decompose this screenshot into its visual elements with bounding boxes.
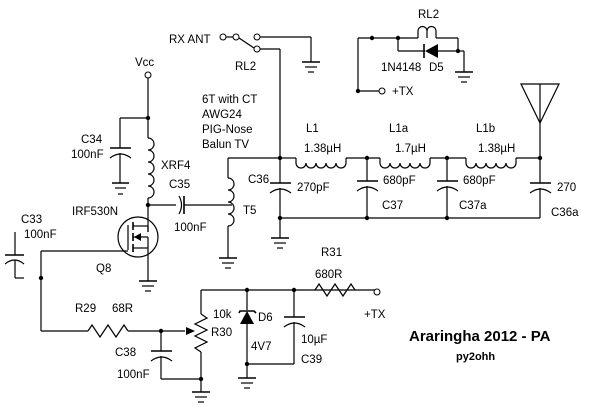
ground-symbol bbox=[455, 71, 473, 83]
c37a-ref-label: C37a bbox=[459, 200, 487, 212]
c36a-value-label: 270 bbox=[557, 182, 576, 194]
r31-resistor bbox=[314, 282, 356, 298]
l1a-value-label: 1.7µH bbox=[395, 143, 426, 155]
c38-ref-label: C38 bbox=[115, 347, 136, 359]
schematic-title: Araringha 2012 - PA bbox=[409, 328, 551, 345]
c37-value-label: 680pF bbox=[383, 175, 416, 187]
r30-ref-label: R30 bbox=[211, 327, 232, 339]
c33-value-label: 100nF bbox=[24, 229, 57, 241]
rx-ant-terminal bbox=[219, 33, 227, 41]
d5-diode bbox=[425, 44, 438, 58]
l1a-inductor bbox=[379, 158, 431, 169]
ground-symbol bbox=[139, 280, 157, 292]
r29-ref-label: R29 bbox=[75, 303, 96, 315]
ground-symbol bbox=[192, 391, 210, 403]
r29-value-label: 68R bbox=[112, 303, 133, 315]
c36-value-label: 270pF bbox=[297, 182, 330, 194]
l1-value-label: 1.38µH bbox=[304, 143, 341, 155]
rl2-coil bbox=[398, 25, 458, 39]
q8-value-label: IRF530N bbox=[72, 206, 118, 218]
rl2-coil-circuit bbox=[355, 25, 465, 95]
r31-ref-label: R31 bbox=[321, 247, 342, 259]
d6-ref-label: D6 bbox=[258, 312, 273, 324]
c39-ref-label: C39 bbox=[301, 354, 322, 366]
l1b-value-label: 1.38µH bbox=[478, 143, 515, 155]
c35-capacitor bbox=[178, 195, 185, 215]
schematic-author: py2ohh bbox=[456, 351, 495, 363]
c37a-value-label: 680pF bbox=[463, 175, 496, 187]
rl2-switch-label: RL2 bbox=[235, 61, 256, 73]
c33-ref-label: C33 bbox=[21, 214, 42, 226]
c35-value-label: 100nF bbox=[174, 222, 207, 234]
switch-nc-contact bbox=[253, 33, 261, 41]
ground-symbol bbox=[219, 257, 237, 269]
balun-note-line3: PIG-Nose bbox=[202, 124, 253, 136]
balun-note-line2: AWG24 bbox=[202, 109, 242, 121]
l1b-inductor bbox=[465, 158, 517, 169]
t5-label: T5 bbox=[243, 205, 256, 217]
l1b-ref-label: L1b bbox=[476, 123, 495, 135]
r31-value-label: 680R bbox=[315, 269, 343, 281]
xrf4-label: XRF4 bbox=[161, 160, 191, 172]
vcc-label: Vcc bbox=[135, 57, 154, 69]
r30-value-label: 10k bbox=[213, 309, 232, 321]
tx-relay-label: +TX bbox=[392, 86, 414, 98]
l1-ref-label: L1 bbox=[306, 123, 319, 135]
switch-arm bbox=[238, 37, 255, 49]
d5-value-label: 1N4148 bbox=[381, 62, 421, 74]
balun-note-line1: 6T with CT bbox=[202, 94, 257, 106]
q8-ref-label: Q8 bbox=[96, 263, 111, 275]
tx-terminal-relay bbox=[378, 87, 386, 95]
ground-symbol bbox=[271, 237, 289, 249]
d6-value-label: 4V7 bbox=[251, 341, 271, 353]
balun-note-line4: Balun TV bbox=[202, 139, 249, 151]
c36-ref-label: C36 bbox=[248, 174, 269, 186]
r29-resistor bbox=[87, 323, 129, 339]
c33-capacitor bbox=[4, 232, 25, 279]
c34-value-label: 100nF bbox=[71, 149, 104, 161]
ground-symbol bbox=[302, 61, 320, 73]
r30-potentiometer bbox=[193, 313, 209, 353]
c34-ref-label: C34 bbox=[81, 134, 103, 146]
xrf4-choke bbox=[147, 137, 155, 199]
vcc-terminal bbox=[144, 71, 152, 79]
antenna-icon bbox=[520, 83, 560, 158]
c39-value-label: 10µF bbox=[301, 334, 327, 346]
d6-zener bbox=[238, 310, 257, 324]
rl2-switch bbox=[219, 33, 312, 158]
c37-ref-label: C37 bbox=[382, 200, 403, 212]
switch-common-contact bbox=[232, 33, 240, 41]
l1-inductor bbox=[295, 158, 347, 169]
q8-mosfet bbox=[117, 216, 159, 281]
ground-symbol bbox=[112, 182, 129, 195]
c35-ref-label: C35 bbox=[169, 179, 190, 191]
ground-symbol bbox=[238, 377, 256, 389]
rx-ant-label: RX ANT bbox=[169, 34, 211, 46]
c38-value-label: 100nF bbox=[117, 369, 150, 381]
switch-no-contact bbox=[253, 45, 261, 53]
d5-ref-label: D5 bbox=[429, 62, 444, 74]
c36a-ref-label: C36a bbox=[551, 207, 579, 219]
l1a-ref-label: L1a bbox=[389, 123, 409, 135]
t5-transformer bbox=[227, 177, 235, 227]
tx-terminal-bias bbox=[373, 288, 381, 296]
tx-bias-label: +TX bbox=[364, 309, 386, 321]
rl2-coil-label: RL2 bbox=[418, 9, 439, 21]
